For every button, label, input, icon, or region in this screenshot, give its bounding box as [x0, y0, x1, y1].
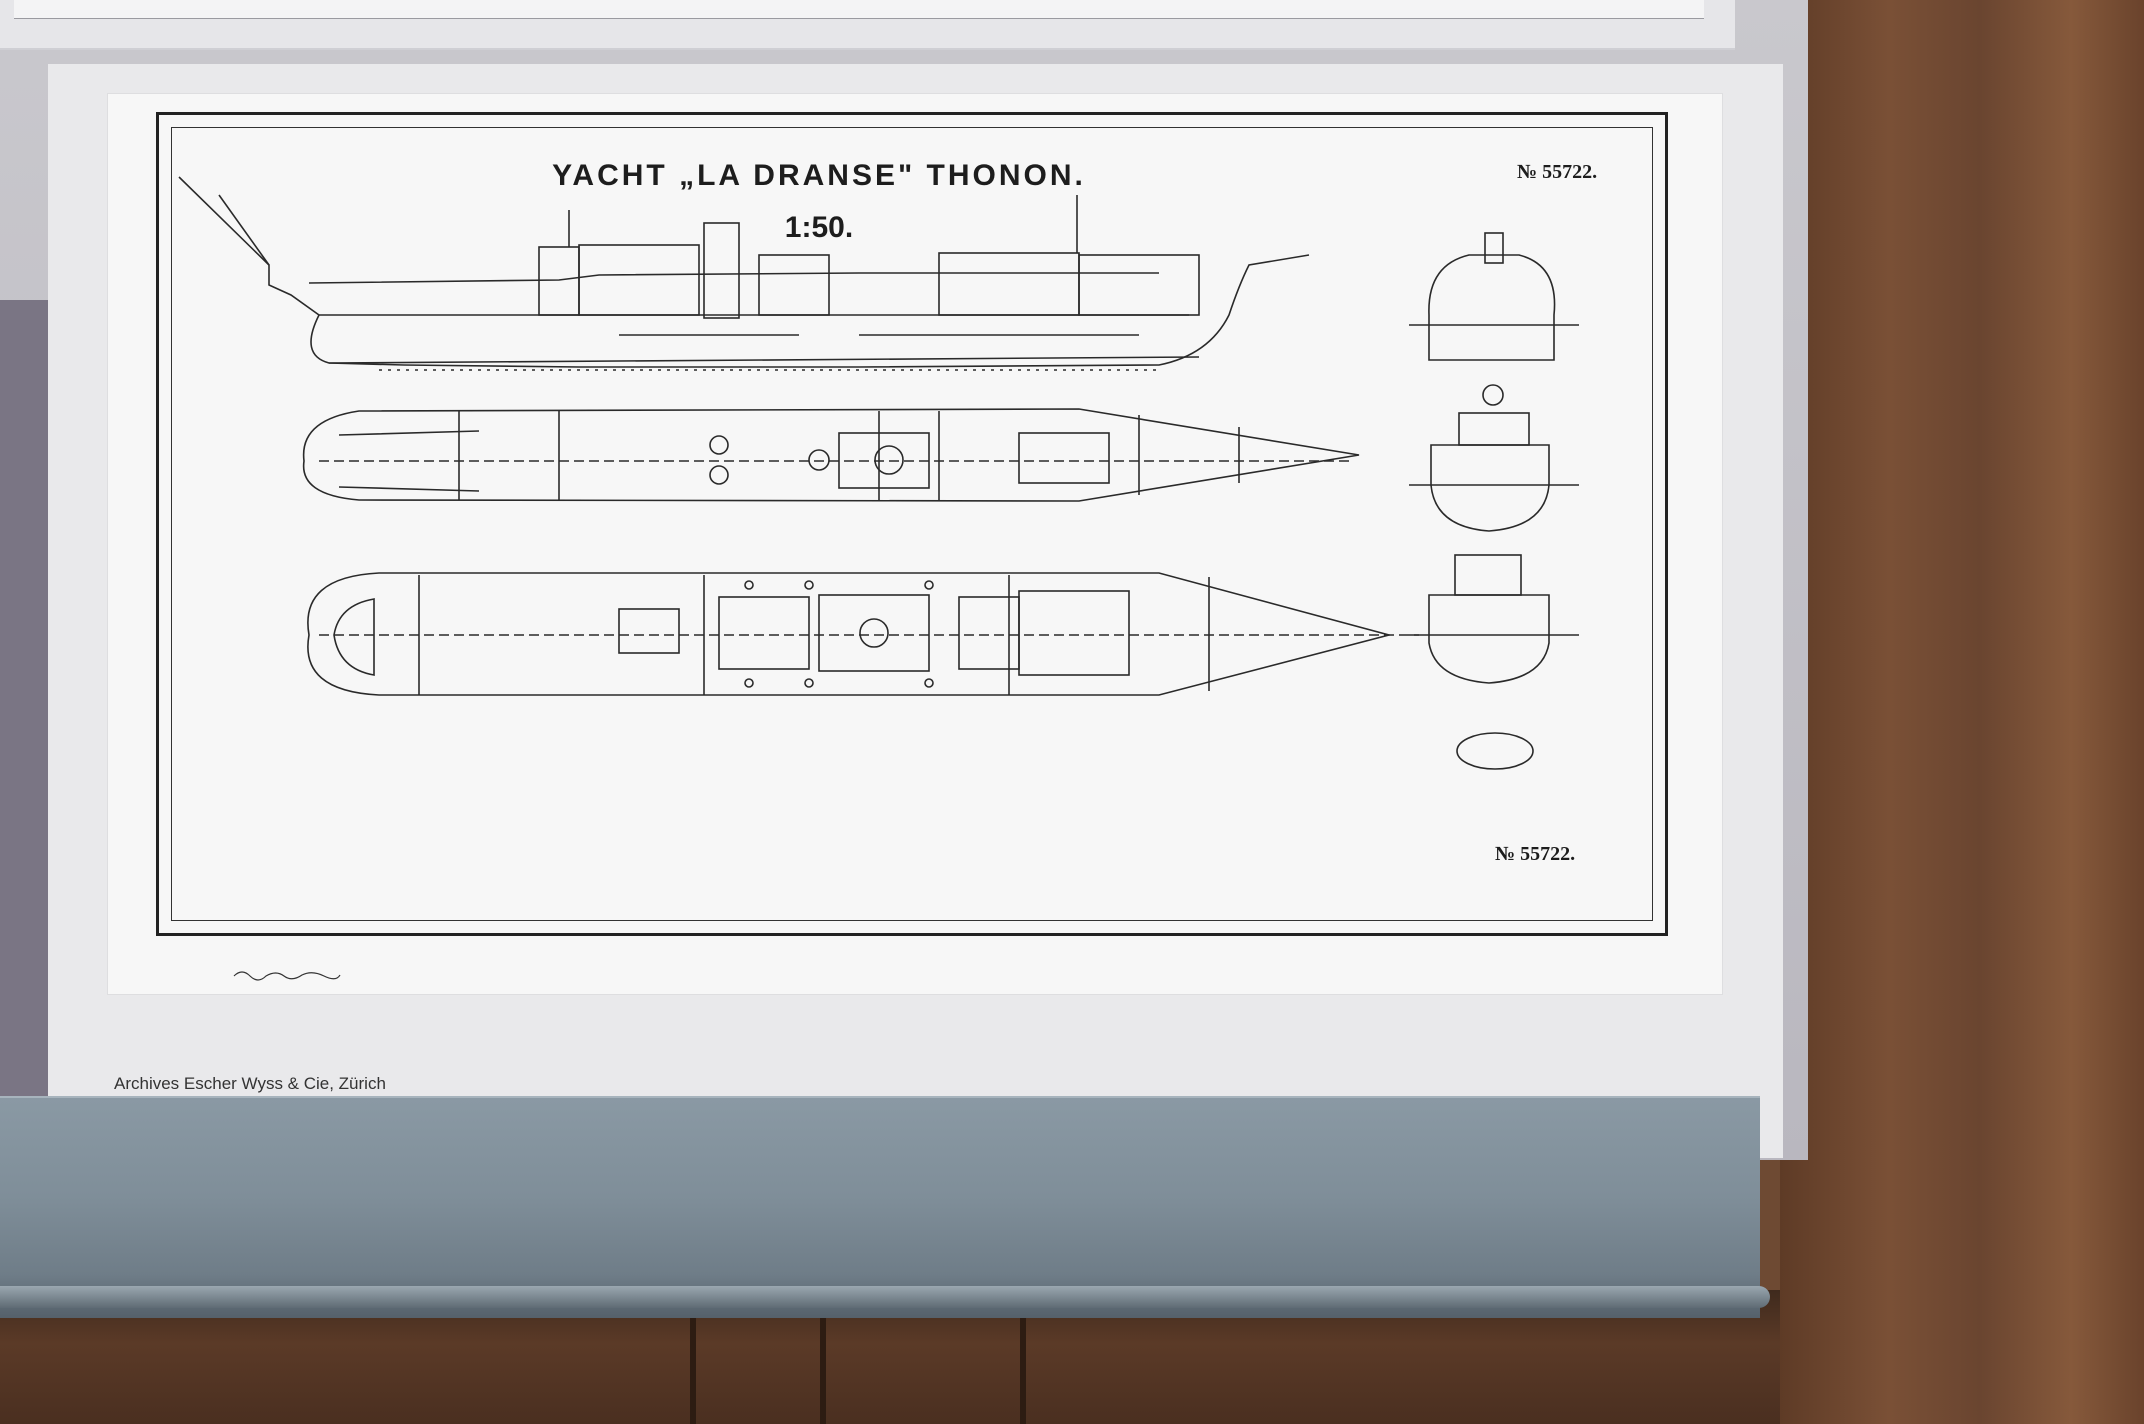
- drawing-scale: 1:50.: [784, 211, 854, 244]
- poster-caption: Archives Escher Wyss & Cie, Zürich: [114, 1074, 386, 1093]
- poster-bottom-roller: [0, 1096, 1760, 1318]
- deck-plan-upper: [302, 408, 1360, 502]
- wooden-wall-right: [1780, 0, 2144, 1424]
- drawing-frame: YACHT „LA DRANSE" THONON. 1:50. № 55722.…: [156, 112, 1668, 936]
- draughtsman-signature: [233, 971, 341, 981]
- deck-plan-lower: [307, 572, 1419, 696]
- drawing-number-top: № 55722.: [1517, 161, 1598, 183]
- exhibition-poster: YACHT „LA DRANSE" THONON. 1:50. № 55722.…: [48, 64, 1783, 1158]
- roller-rod: [0, 1286, 1770, 1308]
- maker-plate: [1456, 732, 1534, 770]
- technical-drawing-print: YACHT „LA DRANSE" THONON. 1:50. № 55722.…: [108, 94, 1722, 994]
- backboard-edge: [0, 300, 48, 1160]
- ship-plans: [178, 176, 1579, 770]
- upper-poster-edge: [0, 0, 1735, 50]
- drawing-title: YACHT „LA DRANSE" THONON.: [552, 159, 1086, 192]
- side-elevation: [178, 176, 1310, 371]
- drawing-number-bottom: № 55722.: [1495, 843, 1576, 865]
- cross-sections: [1409, 232, 1579, 770]
